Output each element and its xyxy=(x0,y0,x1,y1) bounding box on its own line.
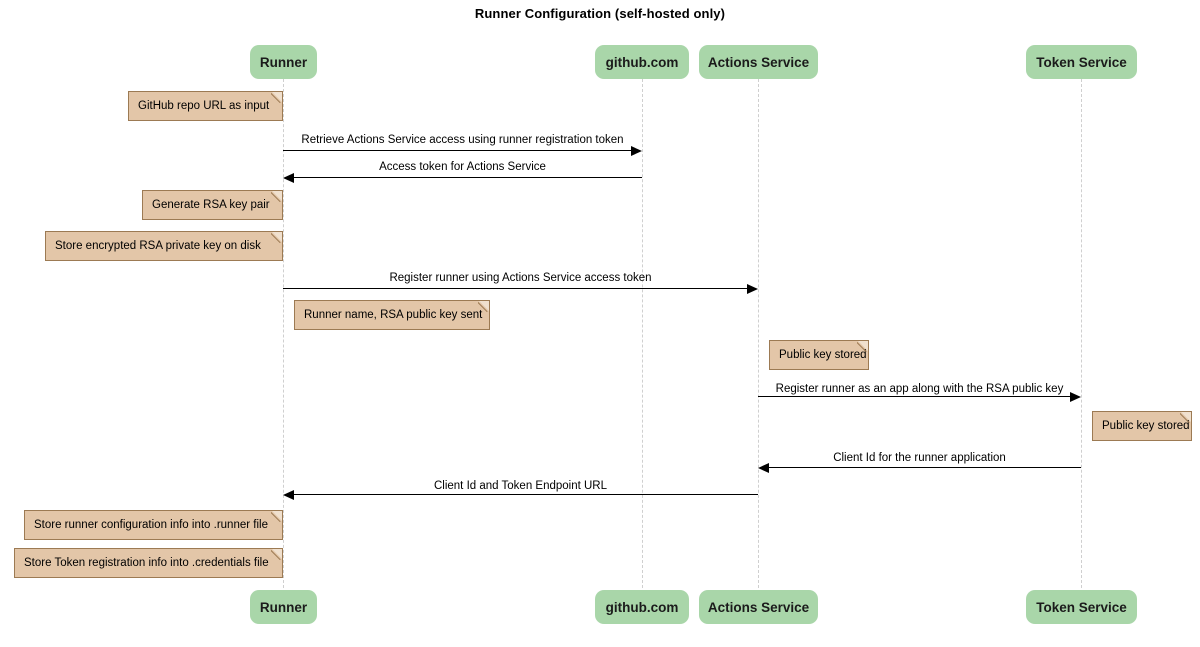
note-text: Generate RSA key pair xyxy=(152,199,270,211)
participant-github-bottom[interactable]: github.com xyxy=(595,590,689,624)
msg-access-token-line xyxy=(294,177,642,178)
note-text: Runner name, RSA public key sent xyxy=(304,309,483,321)
msg-client-id-endpoint-line xyxy=(294,494,758,495)
note-text: Public key stored xyxy=(1102,420,1190,432)
note-fold-edge-icon xyxy=(478,301,489,312)
page-title: Runner Configuration (self-hosted only) xyxy=(474,6,726,21)
note-text: Store encrypted RSA private key on disk xyxy=(55,240,261,252)
msg-client-id-endpoint-label: Client Id and Token Endpoint URL xyxy=(433,480,608,492)
msg-client-id-line xyxy=(769,467,1081,468)
lifeline-runner xyxy=(283,79,284,588)
note-fold-edge-icon xyxy=(271,191,282,202)
participant-label: Runner xyxy=(259,599,308,615)
msg-register-runner-label: Register runner using Actions Service ac… xyxy=(389,272,652,284)
msg-register-app-label: Register runner as an app along with the… xyxy=(775,383,1064,395)
msg-register-runner-line xyxy=(283,288,748,289)
participant-actions-top[interactable]: Actions Service xyxy=(699,45,818,79)
participant-label: Runner xyxy=(259,54,308,70)
participant-label: Actions Service xyxy=(707,599,810,615)
note-fold-edge-icon xyxy=(857,341,868,352)
note-store-token-registration: Store Token registration info into .cred… xyxy=(14,548,283,578)
participant-github-top[interactable]: github.com xyxy=(595,45,689,79)
participant-label: Actions Service xyxy=(707,54,810,70)
participant-actions-bottom[interactable]: Actions Service xyxy=(699,590,818,624)
note-fold-edge-icon xyxy=(271,232,282,243)
msg-client-id-arrowhead xyxy=(758,463,769,473)
msg-client-id-endpoint-arrowhead xyxy=(283,490,294,500)
note-fold-edge-icon xyxy=(1180,412,1191,423)
note-text: Public key stored xyxy=(779,349,867,361)
note-text: Store Token registration info into .cred… xyxy=(24,557,269,569)
lifeline-actions xyxy=(758,79,759,588)
participant-label: Token Service xyxy=(1036,54,1127,70)
msg-retrieve-access-arrowhead xyxy=(631,146,642,156)
msg-retrieve-access-line xyxy=(283,150,632,151)
participant-label: github.com xyxy=(605,54,679,70)
msg-access-token-label: Access token for Actions Service xyxy=(379,161,546,173)
participant-label: github.com xyxy=(605,599,679,615)
msg-register-runner-arrowhead xyxy=(747,284,758,294)
note-runner-name-key: Runner name, RSA public key sent xyxy=(294,300,490,330)
note-public-key-stored-token: Public key stored xyxy=(1092,411,1192,441)
msg-client-id-label: Client Id for the runner application xyxy=(833,452,1006,464)
participant-runner-bottom[interactable]: Runner xyxy=(250,590,317,624)
note-fold-edge-icon xyxy=(271,549,282,560)
msg-register-app-line xyxy=(758,396,1070,397)
msg-retrieve-access-label: Retrieve Actions Service access using ru… xyxy=(301,134,624,146)
lifeline-token xyxy=(1081,79,1082,588)
note-store-private-key: Store encrypted RSA private key on disk xyxy=(45,231,283,261)
note-text: Store runner configuration info into .ru… xyxy=(34,519,268,531)
note-repo-url: GitHub repo URL as input xyxy=(128,91,283,121)
note-fold-edge-icon xyxy=(271,511,282,522)
msg-register-app-arrowhead xyxy=(1070,392,1081,402)
note-fold-edge-icon xyxy=(271,92,282,103)
participant-runner-top[interactable]: Runner xyxy=(250,45,317,79)
participant-token-top[interactable]: Token Service xyxy=(1026,45,1137,79)
msg-access-token-arrowhead xyxy=(283,173,294,183)
note-store-runner-config: Store runner configuration info into .ru… xyxy=(24,510,283,540)
note-public-key-stored-actions: Public key stored xyxy=(769,340,869,370)
note-text: GitHub repo URL as input xyxy=(138,100,270,112)
participant-token-bottom[interactable]: Token Service xyxy=(1026,590,1137,624)
lifeline-github xyxy=(642,79,643,588)
note-generate-rsa: Generate RSA key pair xyxy=(142,190,283,220)
participant-label: Token Service xyxy=(1036,599,1127,615)
